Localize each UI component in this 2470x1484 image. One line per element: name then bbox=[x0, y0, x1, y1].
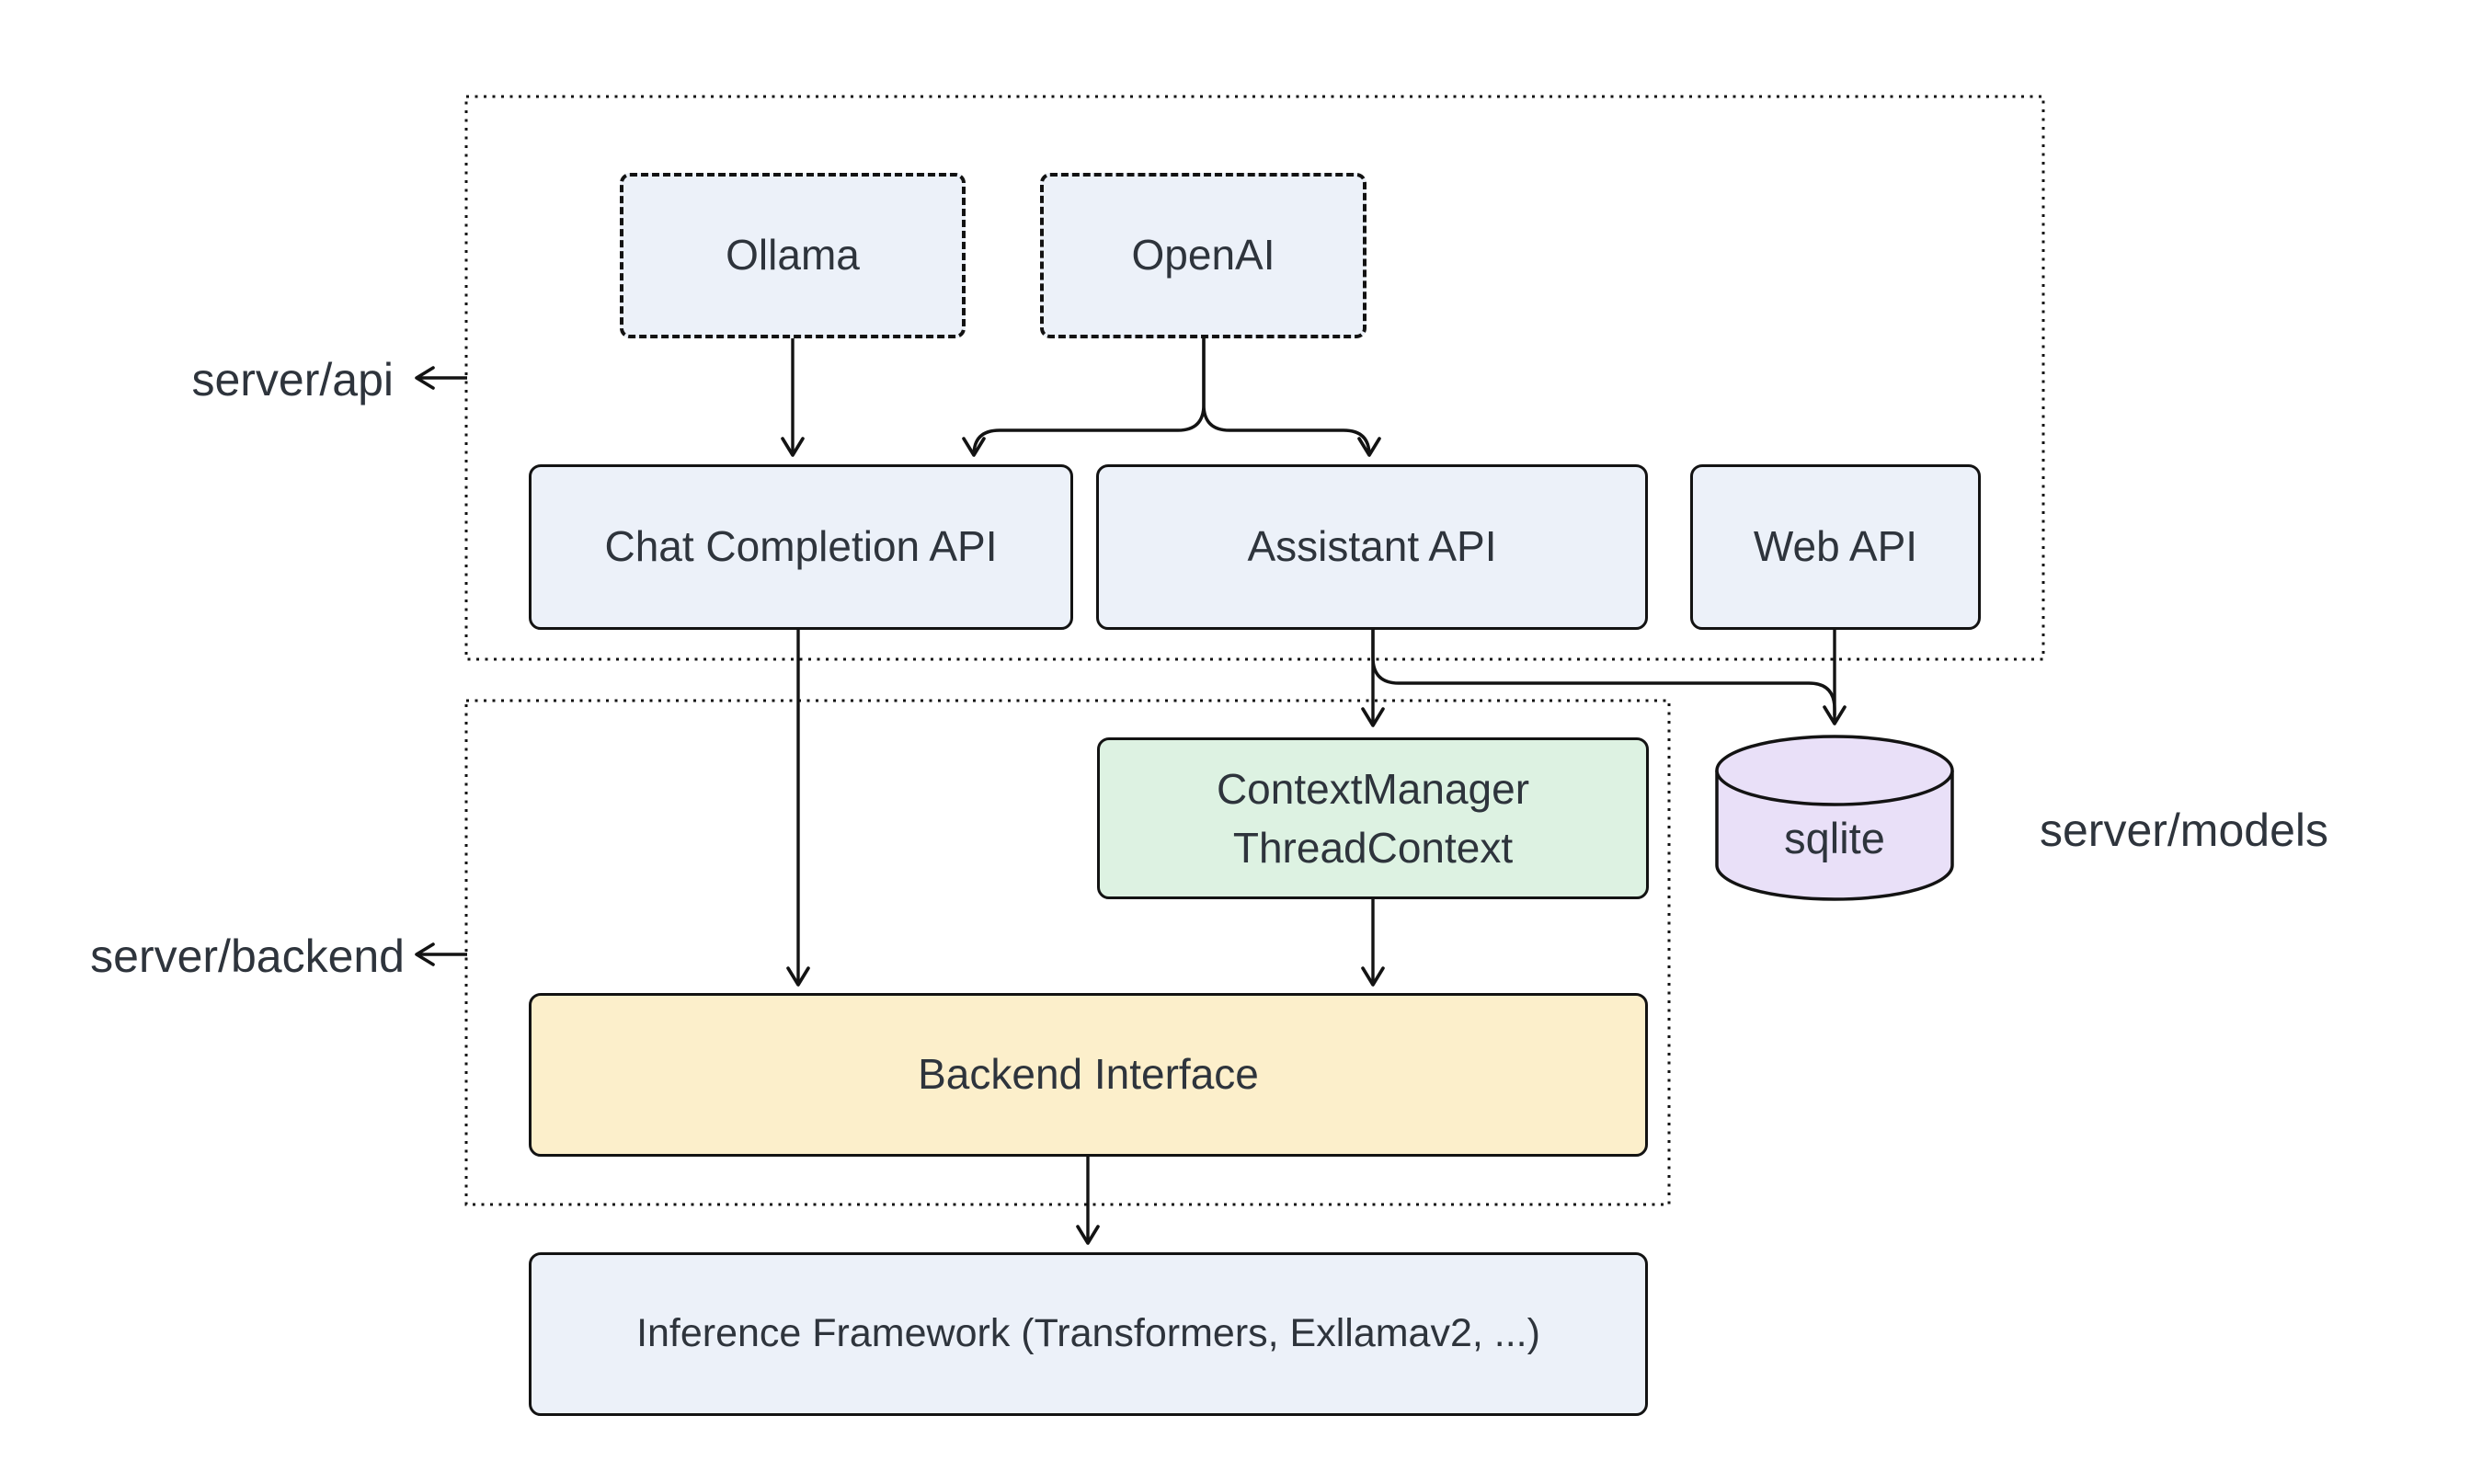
node-context-manager-line2: ThreadContext bbox=[1232, 824, 1514, 872]
node-backend-interface: Backend Interface bbox=[529, 993, 1648, 1157]
node-ollama-label: Ollama bbox=[726, 231, 860, 280]
node-ollama: Ollama bbox=[620, 173, 966, 338]
node-inference-framework: Inference Framework (Transformers, Exlla… bbox=[529, 1252, 1648, 1416]
node-assistant-api: Assistant API bbox=[1096, 464, 1648, 630]
node-chat-completion-api-label: Chat Completion API bbox=[604, 522, 998, 571]
node-web-api-label: Web API bbox=[1753, 522, 1918, 571]
node-inference-framework-label: Inference Framework (Transformers, Exlla… bbox=[636, 1311, 1540, 1356]
label-server-backend-text: server/backend bbox=[90, 930, 405, 982]
label-server-api: server/api bbox=[0, 357, 394, 403]
edge-assistant-sqlite bbox=[1371, 630, 1836, 715]
sqlite-label: sqlite bbox=[1784, 813, 1885, 862]
node-web-api: Web API bbox=[1690, 464, 1981, 630]
label-server-models: server/models bbox=[2040, 807, 2328, 853]
node-openai: OpenAI bbox=[1040, 173, 1367, 338]
edge-openai-assistant bbox=[1202, 338, 1381, 457]
node-chat-completion-api: Chat Completion API bbox=[529, 464, 1073, 630]
label-server-backend: server/backend bbox=[0, 933, 405, 979]
node-assistant-api-label: Assistant API bbox=[1247, 522, 1497, 571]
label-server-api-text: server/api bbox=[191, 354, 394, 405]
node-openai-label: OpenAI bbox=[1131, 231, 1275, 280]
node-context-manager: ContextManager ThreadContext bbox=[1097, 737, 1649, 899]
edge-openai-chat-completion bbox=[962, 338, 1206, 457]
node-backend-interface-label: Backend Interface bbox=[918, 1050, 1259, 1099]
node-context-manager-line1: ContextManager bbox=[1216, 764, 1530, 813]
label-server-models-text: server/models bbox=[2040, 805, 2328, 856]
